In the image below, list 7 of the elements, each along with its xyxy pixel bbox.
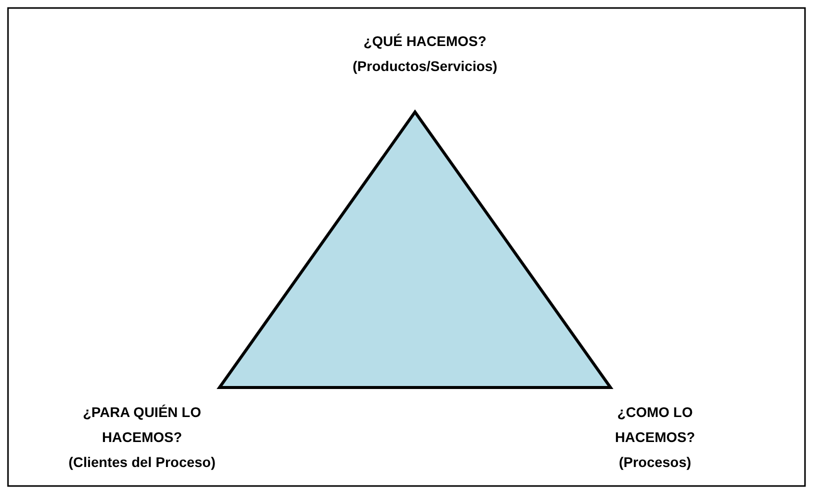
triangle xyxy=(218,110,612,389)
question-label: ¿PARA QUIÉN LO HACEMOS? xyxy=(82,403,202,447)
subtitle-label: (Productos/Servicios) xyxy=(352,57,498,76)
subtitle-label: (Procesos) xyxy=(618,453,692,472)
question-label: ¿QUÉ HACEMOS? xyxy=(362,32,488,51)
subtitle-label: (Clientes del Proceso) xyxy=(67,453,217,472)
question-label: ¿COMO LO HACEMOS? xyxy=(614,403,696,447)
